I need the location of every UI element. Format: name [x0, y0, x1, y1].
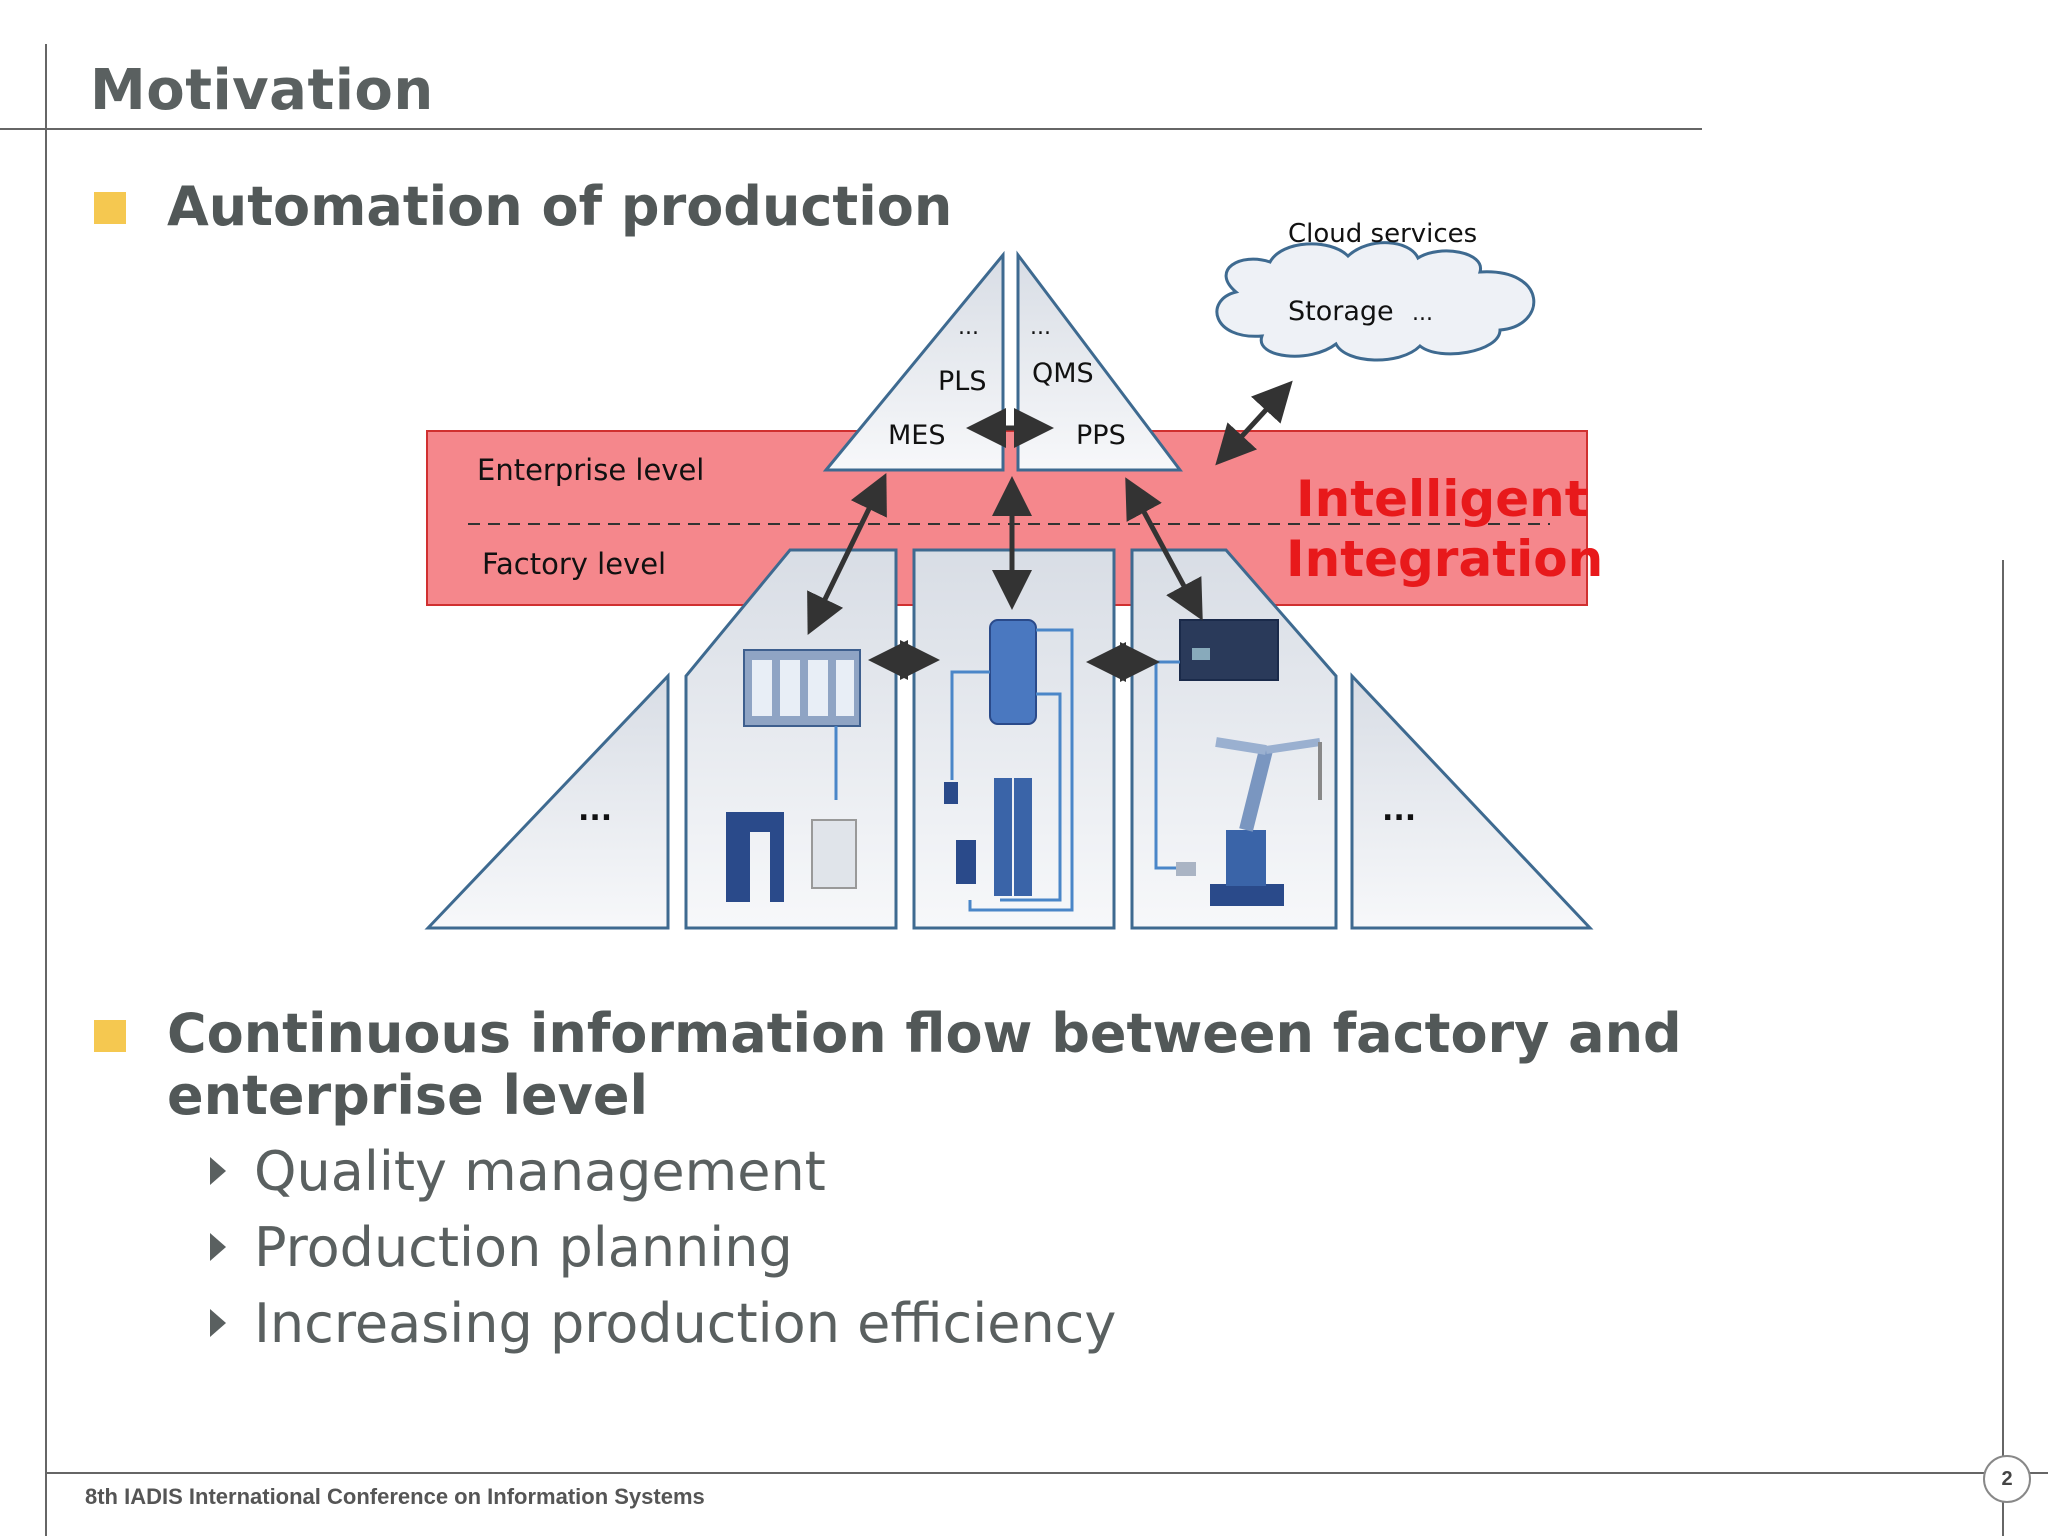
- integration-label-line2: Integration: [1286, 530, 1603, 588]
- right-pyramid-qms: QMS: [1032, 358, 1094, 389]
- enterprise-level-label: Enterprise level: [477, 453, 704, 487]
- cloud-title: Cloud services: [1288, 219, 1477, 249]
- factory-panel-left-triangle: [424, 672, 670, 930]
- control-cabinet-image: [743, 649, 861, 727]
- sub-item-3-text: Increasing production efficiency: [254, 1292, 1117, 1355]
- slide-title: Motivation: [90, 58, 434, 123]
- factory-panel-1: [684, 548, 898, 930]
- sub-item-1: Quality management: [210, 1140, 826, 1203]
- arrow-cloud-enterprise: [1215, 380, 1293, 466]
- footer-conference: 8th IADIS International Conference on In…: [85, 1484, 705, 1509]
- cloud-item-ellipsis: ...: [1412, 301, 1433, 326]
- pyramid-right-half: [1016, 250, 1184, 472]
- robot-arm-image: [1210, 737, 1322, 906]
- triangle-bullet-icon: [210, 1309, 226, 1338]
- sub-item-1-text: Quality management: [254, 1140, 826, 1203]
- left-pyramid-top: ...: [958, 315, 979, 340]
- right-pyramid-pps: PPS: [1076, 420, 1126, 451]
- left-pyramid-mes: MES: [888, 420, 946, 451]
- bullet-square-1: [94, 192, 126, 224]
- left-ellipsis: ...: [578, 793, 612, 828]
- pyramid-left-half: [822, 250, 1005, 472]
- arrow-pyramid-panel-3: [1125, 477, 1203, 621]
- cloud-shape: [1215, 241, 1536, 362]
- left-pyramid-pls: PLS: [938, 366, 986, 397]
- factory-panel-right-triangle: [1350, 672, 1594, 930]
- cloud-item-storage: Storage: [1288, 296, 1394, 327]
- arrow-pyramid-panel-1: [807, 473, 887, 635]
- sub-item-2: Production planning: [210, 1216, 793, 1279]
- bullet-1-text: Automation of production: [167, 175, 953, 238]
- triangle-bullet-icon: [210, 1157, 226, 1186]
- bullet-square-2: [94, 1020, 126, 1052]
- integration-label-line1: Intelligent: [1296, 470, 1589, 528]
- bullet-2-text: Continuous information flow between fact…: [167, 1002, 1682, 1127]
- factory-level-label: Factory level: [482, 547, 666, 581]
- triangle-bullet-icon: [210, 1233, 226, 1262]
- sensor-image: [726, 812, 857, 902]
- device-box-image: [1179, 619, 1279, 681]
- right-ellipsis: ...: [1382, 793, 1416, 828]
- sub-item-3: Increasing production efficiency: [210, 1292, 1116, 1355]
- page-number: 2: [1983, 1455, 2031, 1503]
- right-pyramid-top: ...: [1030, 315, 1051, 340]
- sub-item-2-text: Production planning: [254, 1216, 793, 1279]
- controller-image: [989, 619, 1037, 725]
